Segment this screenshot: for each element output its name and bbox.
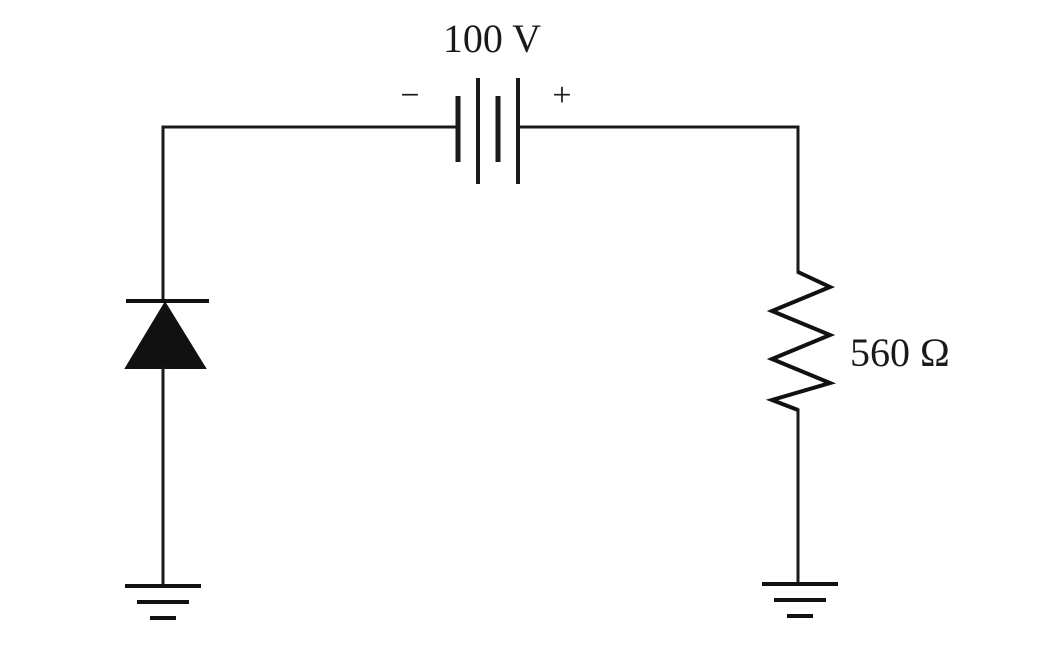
ground-left: [125, 584, 201, 620]
battery-plus-sign: +: [552, 77, 571, 114]
wire-top-right: [518, 125, 800, 274]
wire-top-left: [161, 125, 457, 302]
battery: [455, 78, 520, 184]
battery-voltage-label: 100 V: [443, 16, 541, 61]
diode-triangle: [124, 301, 207, 369]
ground-right: [762, 582, 838, 618]
resistor: [765, 270, 837, 412]
resistor-label: 560 Ω: [850, 330, 950, 375]
battery-minus-sign: −: [400, 77, 419, 114]
diode: [124, 299, 209, 369]
